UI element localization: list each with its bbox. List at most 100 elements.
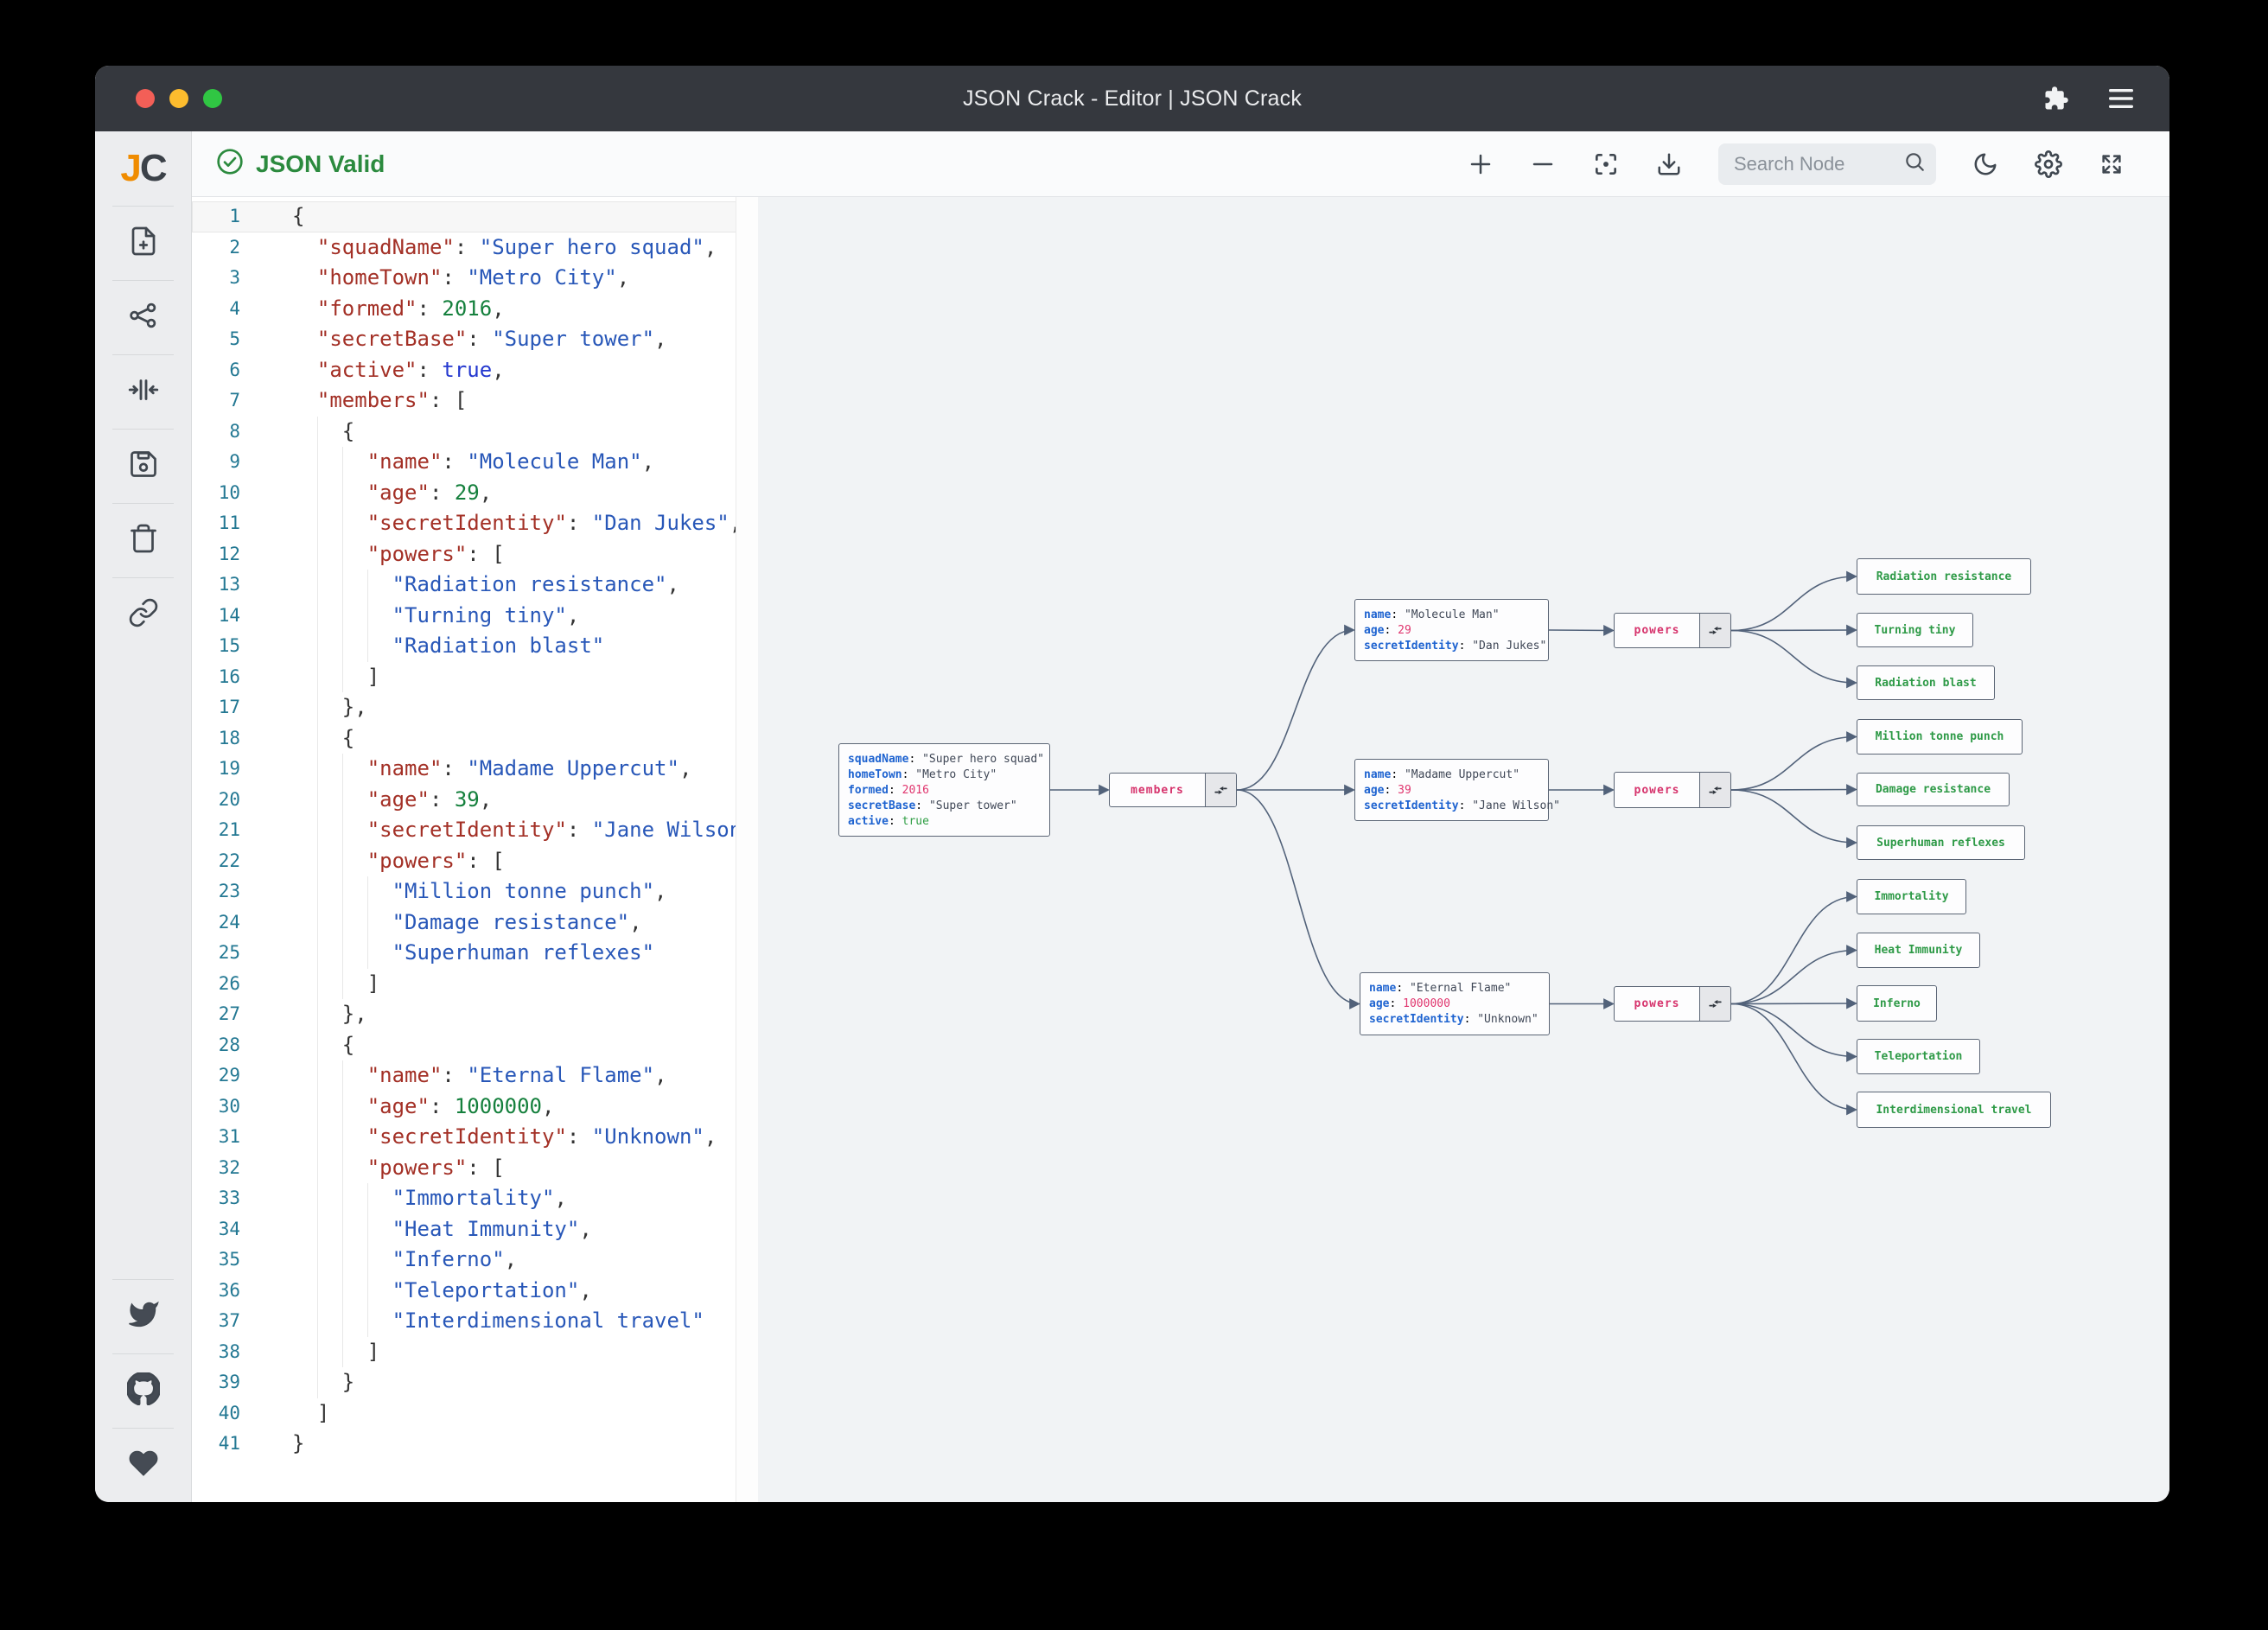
- zoom-button[interactable]: [203, 89, 222, 108]
- graph-view-button[interactable]: [95, 280, 191, 354]
- collapse-node-button[interactable]: [1699, 773, 1730, 807]
- zoom-out-icon[interactable]: [1530, 151, 1556, 177]
- code-line[interactable]: 24 "Damage resistance",: [192, 907, 758, 938]
- code-line[interactable]: 34 "Heat Immunity",: [192, 1213, 758, 1245]
- code-line[interactable]: 18 {: [192, 723, 758, 754]
- graph-node-p1a[interactable]: Radiation resistance: [1857, 558, 2031, 595]
- search-icon[interactable]: [1903, 150, 1926, 177]
- code-line[interactable]: 35 "Inferno",: [192, 1245, 758, 1276]
- graph-node-p3b[interactable]: Heat Immunity: [1857, 933, 1980, 968]
- graph-node-powers2[interactable]: powers: [1614, 772, 1731, 808]
- code-line[interactable]: 37 "Interdimensional travel": [192, 1306, 758, 1337]
- code-line[interactable]: 9 "name": "Molecule Man",: [192, 447, 758, 478]
- minimize-button[interactable]: [169, 89, 188, 108]
- code-line[interactable]: 2 "squadName": "Super hero squad",: [192, 232, 758, 264]
- fold-width-button[interactable]: [95, 354, 191, 429]
- code-editor[interactable]: 1{2 "squadName": "Super hero squad",3 "h…: [192, 197, 758, 1502]
- line-number: 21: [218, 819, 240, 840]
- code-line[interactable]: 33 "Immortality",: [192, 1183, 758, 1214]
- graph-node-root[interactable]: squadName: "Super hero squad"homeTown: "…: [838, 743, 1050, 837]
- search-node-input[interactable]: [1732, 151, 1896, 176]
- settings-gear-icon[interactable]: [2035, 150, 2062, 178]
- code-line[interactable]: 38 ]: [192, 1336, 758, 1367]
- graph-node-p1c[interactable]: Radiation blast: [1857, 665, 1995, 700]
- collapse-node-button[interactable]: [1699, 987, 1730, 1021]
- code-line[interactable]: 16 ]: [192, 661, 758, 692]
- fullscreen-icon[interactable]: [2099, 151, 2125, 177]
- code-line[interactable]: 15 "Radiation blast": [192, 631, 758, 662]
- code-line[interactable]: 6 "active": true,: [192, 355, 758, 386]
- code-line[interactable]: 32 "powers": [: [192, 1152, 758, 1183]
- code-line[interactable]: 3 "homeTown": "Metro City",: [192, 263, 758, 294]
- code-line[interactable]: 7 "members": [: [192, 385, 758, 417]
- collapse-node-button[interactable]: [1205, 774, 1236, 806]
- code-line[interactable]: 11 "secretIdentity": "Dan Jukes",: [192, 508, 758, 539]
- delete-button[interactable]: [95, 503, 191, 577]
- code-line[interactable]: 21 "secretIdentity": "Jane Wilson",: [192, 815, 758, 846]
- graph-node-p1b[interactable]: Turning tiny: [1857, 613, 1973, 647]
- twitter-button[interactable]: [95, 1279, 191, 1353]
- editor-header: JSON Valid: [192, 131, 758, 197]
- code-line[interactable]: 29 "name": "Eternal Flame",: [192, 1060, 758, 1092]
- code-line[interactable]: 10 "age": 29,: [192, 477, 758, 508]
- line-number: 19: [218, 758, 240, 779]
- puzzle-extension-icon[interactable]: [2043, 86, 2069, 111]
- share-graph-icon: [128, 300, 159, 335]
- code-line[interactable]: 25 "Superhuman reflexes": [192, 938, 758, 969]
- graph-node-powers1[interactable]: powers: [1614, 613, 1731, 648]
- graph-node-p3c[interactable]: Inferno: [1857, 985, 1937, 1022]
- code-line[interactable]: 31 "secretIdentity": "Unknown",: [192, 1122, 758, 1153]
- code-line[interactable]: 30 "age": 1000000,: [192, 1091, 758, 1122]
- graph-node-p3e[interactable]: Interdimensional travel: [1857, 1092, 2051, 1128]
- menu-icon[interactable]: [2107, 87, 2135, 110]
- line-number: 5: [229, 328, 240, 349]
- dark-mode-moon-icon[interactable]: [1972, 151, 1998, 177]
- code-line[interactable]: 23 "Million tonne punch",: [192, 876, 758, 907]
- collapse-node-button[interactable]: [1699, 614, 1730, 647]
- code-line[interactable]: 22 "powers": [: [192, 845, 758, 876]
- code-line[interactable]: 28 {: [192, 1029, 758, 1060]
- code-line[interactable]: 12 "powers": [: [192, 538, 758, 570]
- line-number: 20: [218, 788, 240, 810]
- code-line[interactable]: 13 "Radiation resistance",: [192, 570, 758, 601]
- code-line[interactable]: 17 },: [192, 692, 758, 723]
- share-link-button[interactable]: [95, 577, 191, 652]
- code-line[interactable]: 1{: [192, 201, 758, 232]
- new-document-button[interactable]: [95, 206, 191, 280]
- code-line[interactable]: 40 ]: [192, 1398, 758, 1429]
- code-line[interactable]: 36 "Teleportation",: [192, 1275, 758, 1306]
- code-line[interactable]: 27 },: [192, 999, 758, 1030]
- close-button[interactable]: [136, 89, 155, 108]
- graph-node-p3a[interactable]: Immortality: [1857, 879, 1966, 914]
- zoom-in-icon[interactable]: [1468, 151, 1494, 177]
- line-number: 3: [229, 267, 240, 288]
- code-line[interactable]: 26 ]: [192, 968, 758, 999]
- download-icon[interactable]: [1656, 151, 1682, 177]
- code-line[interactable]: 20 "age": 39,: [192, 784, 758, 815]
- graph-node-powers3[interactable]: powers: [1614, 986, 1731, 1022]
- editor-scrollbar[interactable]: [736, 197, 758, 1502]
- graph-node-p3d[interactable]: Teleportation: [1857, 1039, 1980, 1074]
- graph-canvas[interactable]: squadName: "Super hero squad"homeTown: "…: [758, 131, 2169, 1502]
- graph-node-p2c[interactable]: Superhuman reflexes: [1857, 825, 2025, 860]
- code-line[interactable]: 4 "formed": 2016,: [192, 294, 758, 325]
- code-line[interactable]: 5 "secretBase": "Super tower",: [192, 324, 758, 355]
- graph-node-members[interactable]: members: [1109, 773, 1237, 807]
- graph-node-p2b[interactable]: Damage resistance: [1857, 773, 2010, 806]
- save-button[interactable]: [95, 429, 191, 503]
- line-number: 1: [229, 206, 240, 226]
- line-number: 28: [218, 1034, 240, 1055]
- code-line[interactable]: 14 "Turning tiny",: [192, 600, 758, 631]
- github-button[interactable]: [95, 1353, 191, 1428]
- code-line[interactable]: 8 {: [192, 416, 758, 447]
- code-line[interactable]: 41}: [192, 1429, 758, 1460]
- sponsor-button[interactable]: [95, 1428, 191, 1502]
- graph-node-p2a[interactable]: Million tonne punch: [1857, 719, 2023, 755]
- code-line[interactable]: 39 }: [192, 1367, 758, 1398]
- focus-center-icon[interactable]: [1592, 150, 1620, 178]
- code-line[interactable]: 19 "name": "Madame Uppercut",: [192, 754, 758, 785]
